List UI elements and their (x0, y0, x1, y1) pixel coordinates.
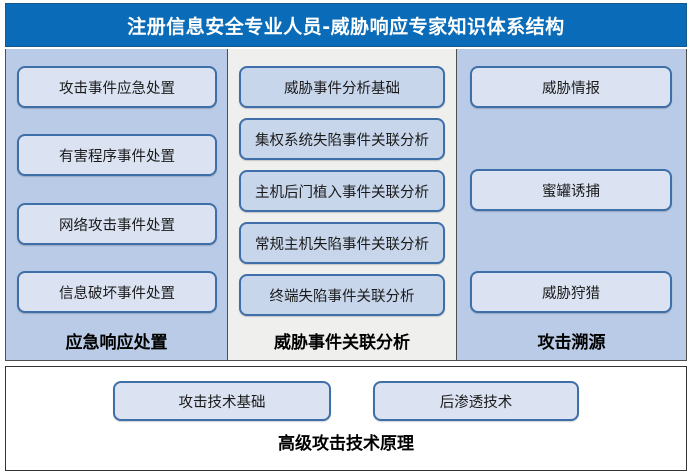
node-post-exploitation-techniques[interactable]: 后渗透技术 (373, 381, 579, 421)
bottom-section-footer: 高级攻击技术原理 (278, 434, 414, 454)
column-emergency-response: 攻击事件应急处置 有害程序事件处置 网络攻击事件处置 信息破坏事件处置 应急响应… (6, 49, 228, 360)
column-threat-event-correlation-analysis: 威胁事件分析基础 集权系统失陷事件关联分析 主机后门植入事件关联分析 常规主机失… (228, 49, 457, 360)
node-attack-technique-basics[interactable]: 攻击技术基础 (113, 381, 331, 421)
node-endpoint-compromise-correlation[interactable]: 终端失陷事件关联分析 (239, 274, 445, 316)
column-footer-attack-attribution: 攻击溯源 (537, 332, 606, 353)
column-attack-attribution: 威胁情报 蜜罐诱捕 威胁狩猎 攻击溯源 (457, 49, 686, 360)
node-centralized-system-compromise-correlation[interactable]: 集权系统失陷事件关联分析 (239, 118, 445, 160)
bottom-section-advanced-attack-principles: 攻击技术基础 后渗透技术 高级攻击技术原理 (5, 366, 687, 471)
column-emergency-response-items: 攻击事件应急处置 有害程序事件处置 网络攻击事件处置 信息破坏事件处置 (6, 49, 227, 320)
node-honeypot-trapping[interactable]: 蜜罐诱捕 (470, 169, 672, 211)
node-general-host-compromise-correlation[interactable]: 常规主机失陷事件关联分析 (239, 222, 445, 264)
node-malware-incident-response[interactable]: 有害程序事件处置 (17, 134, 217, 176)
column-attack-attribution-items: 威胁情报 蜜罐诱捕 威胁狩猎 (457, 49, 686, 320)
column-threat-event-correlation-analysis-items: 威胁事件分析基础 集权系统失陷事件关联分析 主机后门植入事件关联分析 常规主机失… (228, 49, 456, 320)
node-threat-intelligence[interactable]: 威胁情报 (470, 66, 672, 108)
node-threat-event-analysis-basics[interactable]: 威胁事件分析基础 (239, 66, 445, 108)
node-threat-hunting[interactable]: 威胁狩猎 (470, 271, 672, 313)
diagram-title-bar: 注册信息安全专业人员-威胁响应专家知识体系结构 (5, 3, 687, 47)
column-footer-emergency-response: 应急响应处置 (65, 332, 168, 353)
columns-container: 攻击事件应急处置 有害程序事件处置 网络攻击事件处置 信息破坏事件处置 应急响应… (5, 49, 687, 361)
node-information-destruction-incident-response[interactable]: 信息破坏事件处置 (17, 271, 217, 313)
node-network-attack-incident-response[interactable]: 网络攻击事件处置 (17, 203, 217, 245)
node-attack-incident-emergency-response[interactable]: 攻击事件应急处置 (17, 66, 217, 108)
page-title: 注册信息安全专业人员-威胁响应专家知识体系结构 (127, 15, 565, 38)
bottom-section-items: 攻击技术基础 后渗透技术 (6, 367, 686, 429)
node-host-backdoor-implant-correlation[interactable]: 主机后门植入事件关联分析 (239, 170, 445, 212)
column-footer-threat-event-correlation-analysis: 威胁事件关联分析 (274, 332, 410, 353)
